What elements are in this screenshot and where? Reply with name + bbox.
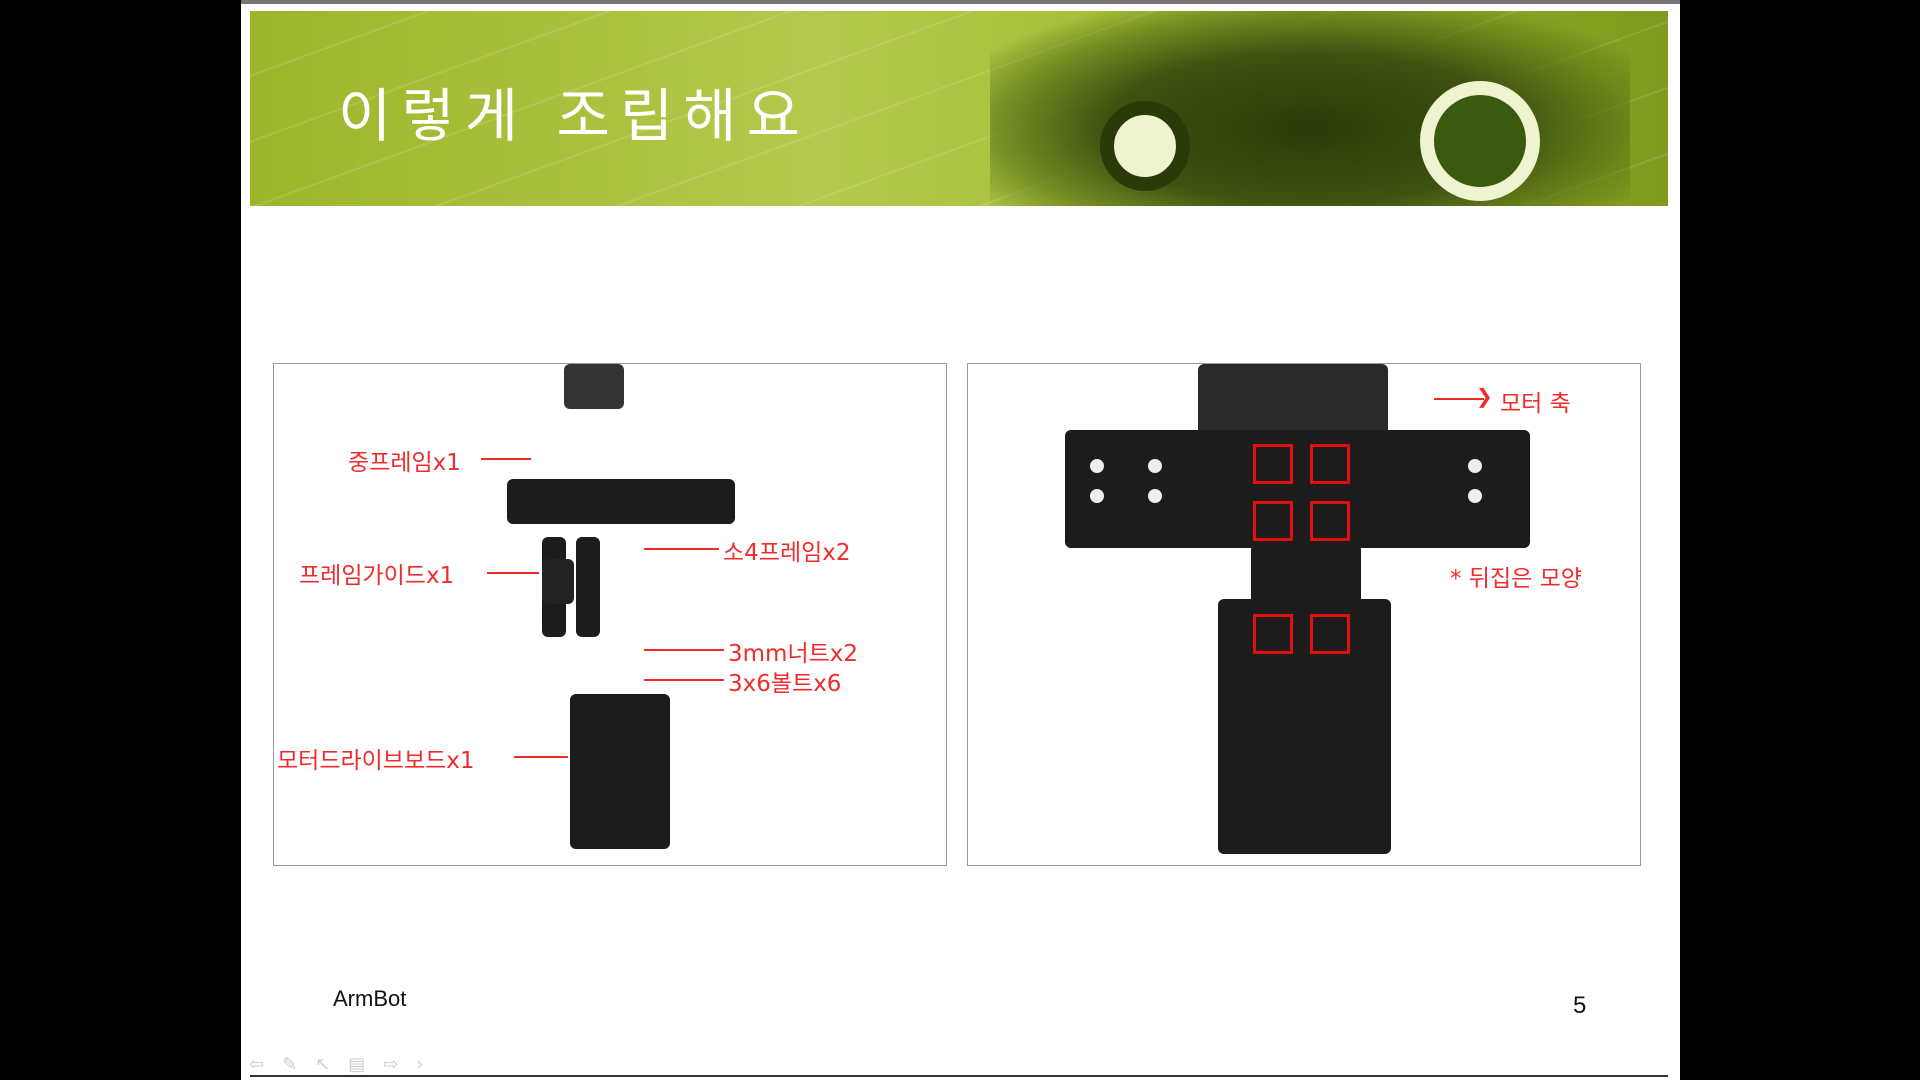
chevron-right-icon[interactable]: ›: [416, 1054, 424, 1075]
motor-drive-board: [1218, 599, 1391, 854]
robot-wheel: [1420, 81, 1540, 201]
motor-drive-board: [570, 694, 670, 849]
menu-icon[interactable]: ▤: [348, 1054, 366, 1075]
label-bolt: 3x6볼트x6: [728, 671, 842, 697]
hole: [1148, 459, 1162, 473]
highlight-box: [1253, 614, 1293, 654]
robot-wheel: [1100, 101, 1190, 191]
footer-text: ArmBot: [333, 986, 407, 1011]
pointer-icon[interactable]: ↖: [315, 1054, 331, 1075]
hole: [1090, 459, 1104, 473]
label-middle-frame: 중프레임x1: [348, 450, 461, 476]
motor: [1198, 364, 1388, 439]
parts-photo: 중프레임x1 프레임가이드x1 소4프레임x2 3mm너트x2 3x6볼트x6 …: [273, 363, 947, 866]
frame-guide: [542, 559, 574, 604]
highlight-box: [1253, 501, 1293, 541]
label-flipped: * 뒤집은 모양: [1450, 566, 1582, 592]
label-frame-guide: 프레임가이드x1: [299, 563, 455, 589]
slide-title: 이렇게 조립해요: [338, 82, 810, 150]
middle-frame: [507, 479, 735, 524]
arrow-head-icon: ❯: [1476, 384, 1493, 408]
label-nut: 3mm너트x2: [728, 641, 859, 667]
highlight-box: [1310, 501, 1350, 541]
label-line: [644, 548, 719, 550]
hole: [1468, 489, 1482, 503]
page-number: 5: [1573, 992, 1587, 1019]
label-line: [481, 458, 531, 460]
label-small-frame: 소4프레임x2: [723, 540, 851, 566]
arrow-line: [1434, 398, 1484, 400]
hole: [1468, 459, 1482, 473]
label-line: [644, 649, 724, 651]
assembled-photo: ❯ 모터 축 * 뒤집은 모양: [967, 363, 1641, 866]
highlight-box: [1310, 614, 1350, 654]
label-motor-drive-board: 모터드라이브보드x1: [277, 748, 475, 774]
slideshow-toolbar: ⇦ ✎ ↖ ▤ ⇨ ›: [249, 1054, 424, 1075]
label-line: [487, 572, 539, 574]
label-line: [514, 756, 568, 758]
previous-arrow-icon[interactable]: ⇦: [249, 1054, 265, 1075]
small-frame: [576, 537, 600, 637]
middle-frame: [1065, 430, 1530, 548]
label-line: [644, 679, 724, 681]
hole: [1148, 489, 1162, 503]
next-arrow-icon[interactable]: ⇨: [383, 1054, 399, 1075]
slide: 이렇게 조립해요 중프레임x1 프레임가이드x1 소4프레임x2 3mm너트x2…: [241, 0, 1680, 1080]
slide-header-banner: 이렇게 조립해요: [250, 11, 1668, 206]
highlight-box: [1253, 444, 1293, 484]
highlight-box: [1310, 444, 1350, 484]
label-motor-shaft: 모터 축: [1500, 391, 1571, 417]
motor: [564, 364, 624, 409]
hole: [1090, 489, 1104, 503]
divider: [250, 1075, 1668, 1077]
pen-icon[interactable]: ✎: [282, 1054, 298, 1075]
robot-image: [990, 11, 1630, 206]
